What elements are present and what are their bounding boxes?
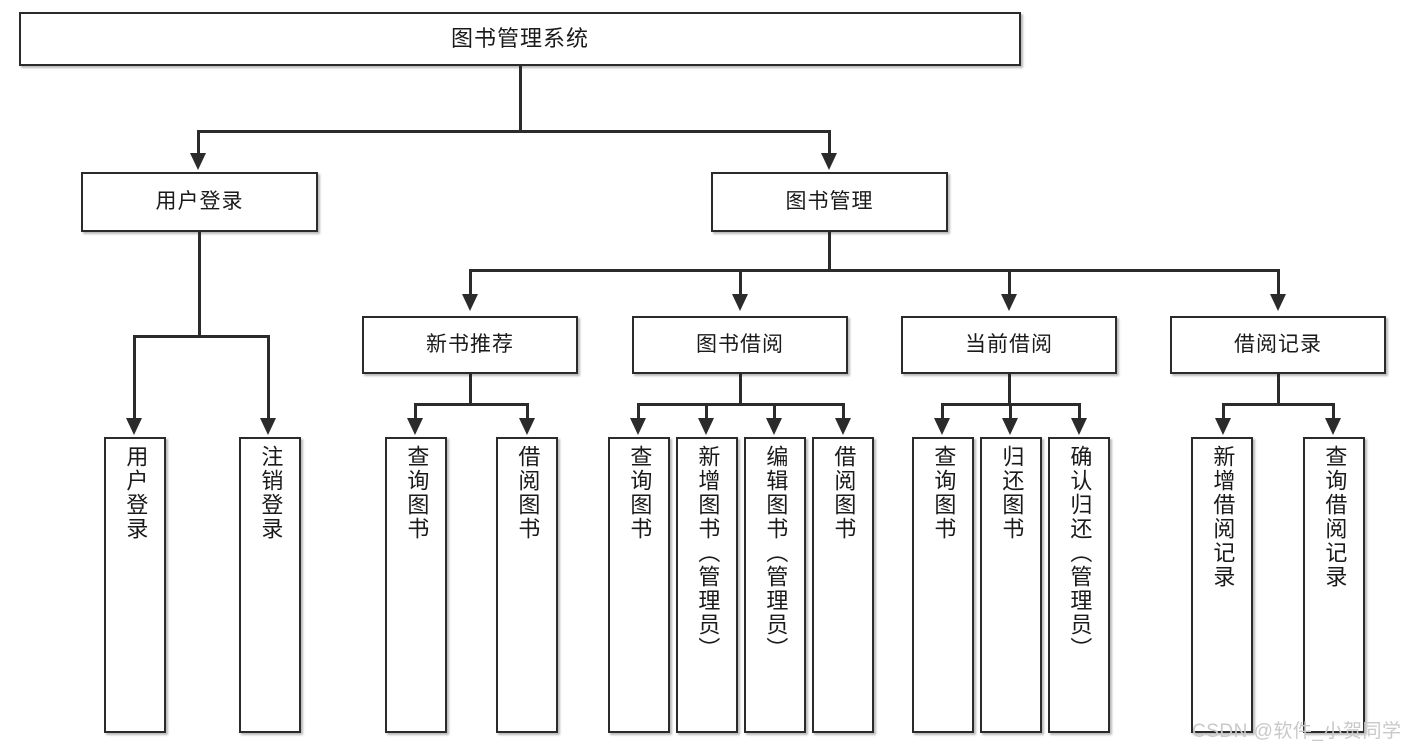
connector-to-leaf-query-book-2 bbox=[637, 403, 640, 420]
node-leaf-query-book-2[interactable]: 查询图书 bbox=[608, 437, 670, 733]
node-label: 当前借阅 bbox=[965, 332, 1053, 356]
node-label: 查询图书 bbox=[404, 445, 430, 541]
arrowhead-leaf-add-book bbox=[698, 418, 714, 435]
node-leaf-query-book-1[interactable]: 查询图书 bbox=[385, 437, 447, 733]
arrowhead-leaf-add-record bbox=[1215, 418, 1231, 435]
node-borrow-record[interactable]: 借阅记录 bbox=[1170, 316, 1386, 374]
connector-to-leaf-add-book bbox=[705, 403, 708, 420]
node-book-borrow[interactable]: 图书借阅 bbox=[632, 316, 848, 374]
connector-user-login-bus bbox=[133, 335, 269, 338]
node-label: 查询图书 bbox=[627, 445, 653, 541]
node-label: 借阅图书 bbox=[831, 445, 857, 541]
node-leaf-edit-book[interactable]: 编辑图书（管理员） bbox=[744, 437, 806, 733]
arrowhead-leaf-borrow-book-2 bbox=[835, 418, 851, 435]
node-label: 查询借阅记录 bbox=[1322, 445, 1348, 589]
node-label: 图书借阅 bbox=[696, 332, 784, 356]
node-label: 新增图书（管理员） bbox=[695, 445, 721, 661]
node-user-login[interactable]: 用户登录 bbox=[81, 172, 318, 232]
connector-to-leaf-query-book-3 bbox=[941, 403, 944, 420]
connector-to-borrow-record bbox=[1277, 269, 1280, 296]
node-leaf-confirm-return[interactable]: 确认归还（管理员） bbox=[1048, 437, 1110, 733]
arrowhead-book-manage bbox=[821, 153, 837, 170]
node-label: 借阅图书 bbox=[515, 445, 541, 541]
arrowhead-user-login bbox=[190, 153, 206, 170]
arrowhead-leaf-query-book-2 bbox=[630, 418, 646, 435]
node-label: 编辑图书（管理员） bbox=[763, 445, 789, 661]
connector-to-book-borrow bbox=[739, 269, 742, 296]
connector-to-leaf-add-record bbox=[1222, 403, 1225, 420]
node-leaf-borrow-book-2[interactable]: 借阅图书 bbox=[812, 437, 874, 733]
connector-to-new-book-recommend bbox=[469, 269, 472, 296]
node-label: 图书管理 bbox=[785, 189, 874, 213]
connector-current-borrow-stem bbox=[1008, 374, 1011, 406]
connector-to-leaf-query-record bbox=[1332, 403, 1335, 420]
connector-book-borrow-bus bbox=[637, 403, 845, 406]
node-root-book-management-system[interactable]: 图书管理系统 bbox=[19, 12, 1021, 66]
arrowhead-current-borrow bbox=[1001, 294, 1017, 311]
arrowhead-leaf-user-login bbox=[126, 418, 142, 435]
arrowhead-leaf-return-book bbox=[1002, 418, 1018, 435]
connector-root-to-book-manage bbox=[828, 130, 831, 155]
connector-to-leaf-user-login bbox=[133, 335, 136, 420]
connector-root-stem bbox=[519, 66, 522, 132]
connector-new-book-recommend-bus bbox=[414, 403, 529, 406]
arrowhead-leaf-borrow-book-1 bbox=[519, 418, 535, 435]
connector-borrow-record-bus bbox=[1222, 403, 1335, 406]
connector-to-leaf-return-book bbox=[1009, 403, 1012, 420]
connector-to-leaf-borrow-book-2 bbox=[842, 403, 845, 420]
node-label: 新增借阅记录 bbox=[1210, 445, 1236, 589]
node-leaf-borrow-book-1[interactable]: 借阅图书 bbox=[496, 437, 558, 733]
connector-to-leaf-logout bbox=[267, 335, 270, 420]
node-leaf-add-book[interactable]: 新增图书（管理员） bbox=[676, 437, 738, 733]
connector-root-bus bbox=[197, 130, 831, 133]
node-label: 借阅记录 bbox=[1234, 332, 1322, 356]
connector-book-manage-stem bbox=[828, 232, 831, 272]
node-label: 确认归还（管理员） bbox=[1067, 445, 1093, 661]
arrowhead-leaf-query-book-3 bbox=[934, 418, 950, 435]
arrowhead-leaf-edit-book bbox=[766, 418, 782, 435]
node-leaf-query-record[interactable]: 查询借阅记录 bbox=[1303, 437, 1365, 733]
connector-to-leaf-borrow-book-1 bbox=[526, 403, 529, 420]
connector-borrow-record-stem bbox=[1277, 374, 1280, 406]
node-label: 用户登录 bbox=[123, 445, 149, 541]
node-label: 用户登录 bbox=[155, 189, 244, 213]
arrowhead-borrow-record bbox=[1270, 294, 1286, 311]
node-label: 归还图书 bbox=[999, 445, 1025, 541]
connector-book-borrow-stem bbox=[739, 374, 742, 406]
connector-book-manage-bus bbox=[469, 269, 1280, 272]
arrowhead-leaf-query-book-1 bbox=[407, 418, 423, 435]
node-label: 新书推荐 bbox=[426, 332, 514, 356]
connector-user-login-stem bbox=[198, 232, 201, 338]
node-leaf-add-record[interactable]: 新增借阅记录 bbox=[1191, 437, 1253, 733]
arrowhead-leaf-logout bbox=[260, 418, 276, 435]
node-leaf-query-book-3[interactable]: 查询图书 bbox=[912, 437, 974, 733]
node-leaf-return-book[interactable]: 归还图书 bbox=[980, 437, 1042, 733]
arrowhead-leaf-confirm-return bbox=[1071, 418, 1087, 435]
arrowhead-book-borrow bbox=[732, 294, 748, 311]
node-current-borrow[interactable]: 当前借阅 bbox=[901, 316, 1117, 374]
node-leaf-logout[interactable]: 注销登录 bbox=[239, 437, 301, 733]
arrowhead-leaf-query-record bbox=[1325, 418, 1341, 435]
connector-to-current-borrow bbox=[1008, 269, 1011, 296]
connector-new-book-recommend-stem bbox=[469, 374, 472, 406]
arrowhead-new-book-recommend bbox=[462, 294, 478, 311]
node-label: 注销登录 bbox=[258, 445, 284, 541]
node-new-book-recommend[interactable]: 新书推荐 bbox=[362, 316, 578, 374]
connector-to-leaf-query-book-1 bbox=[414, 403, 417, 420]
connector-root-to-user-login bbox=[197, 130, 200, 155]
node-leaf-user-login[interactable]: 用户登录 bbox=[104, 437, 166, 733]
connector-to-leaf-confirm-return bbox=[1078, 403, 1081, 420]
node-label: 图书管理系统 bbox=[450, 26, 589, 52]
node-book-manage[interactable]: 图书管理 bbox=[711, 172, 948, 232]
node-label: 查询图书 bbox=[931, 445, 957, 541]
connector-to-leaf-edit-book bbox=[773, 403, 776, 420]
